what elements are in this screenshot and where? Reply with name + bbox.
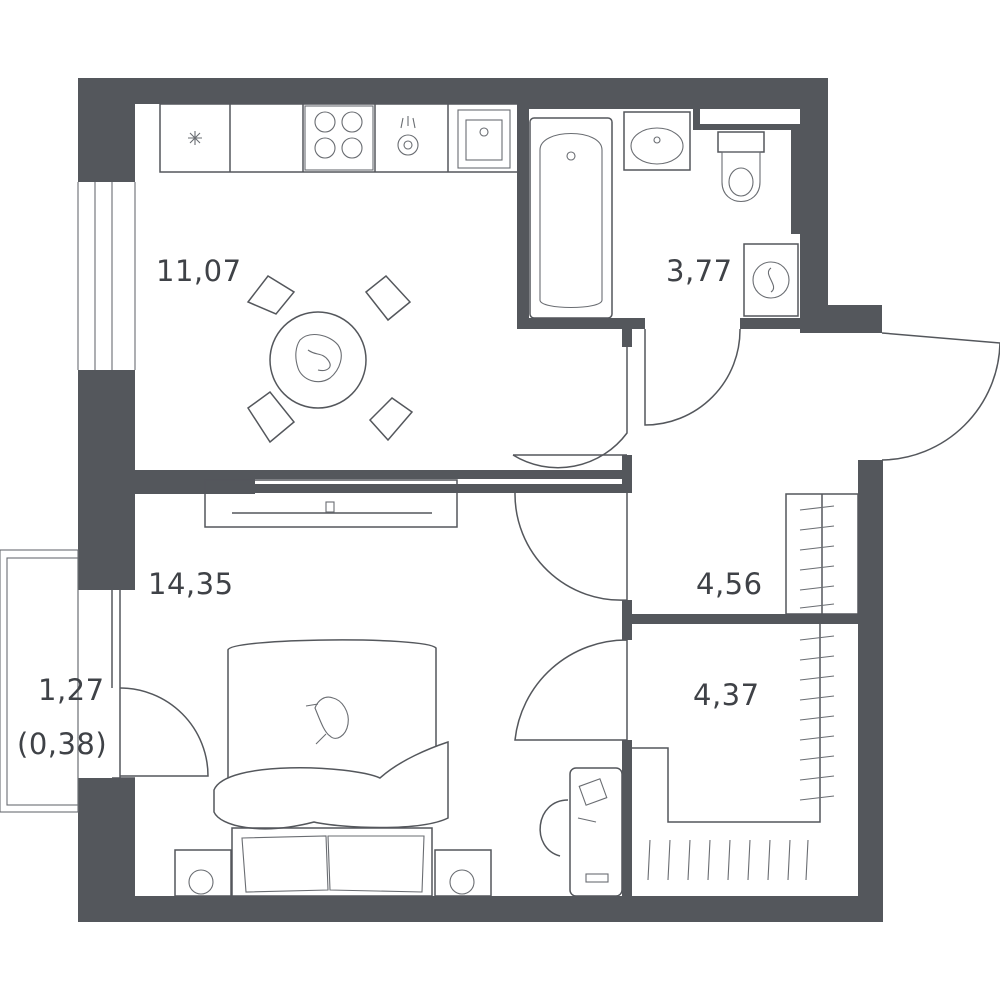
kitchen-counter <box>159 103 519 173</box>
doors <box>512 328 1000 741</box>
nightstands <box>174 849 492 897</box>
bathtub <box>529 117 613 319</box>
kitchen-window <box>77 182 136 370</box>
wardrobe-area-label: 4,37 <box>693 678 760 712</box>
washing-machine <box>743 243 799 317</box>
exterior-walls <box>78 78 883 922</box>
balcony-area-label: 1,27 <box>38 673 105 707</box>
dining-table <box>246 274 414 444</box>
toilet <box>717 131 765 203</box>
bed <box>213 639 449 897</box>
balcony-sub-area-label: (0,38) <box>17 727 107 761</box>
hallway-wardrobe <box>785 493 859 615</box>
interior-walls <box>135 104 858 896</box>
washbasin <box>623 111 691 171</box>
tv-stand <box>204 479 458 528</box>
bathroom-area-label: 3,77 <box>666 254 733 288</box>
living-room-area-label: 14,35 <box>148 567 234 601</box>
walk-in-wardrobe <box>632 624 835 881</box>
balcony <box>0 549 209 813</box>
kitchen-area-label: 11,07 <box>156 254 242 288</box>
desk <box>539 767 623 897</box>
hallway-area-label: 4,56 <box>696 567 763 601</box>
chairs <box>246 274 414 444</box>
